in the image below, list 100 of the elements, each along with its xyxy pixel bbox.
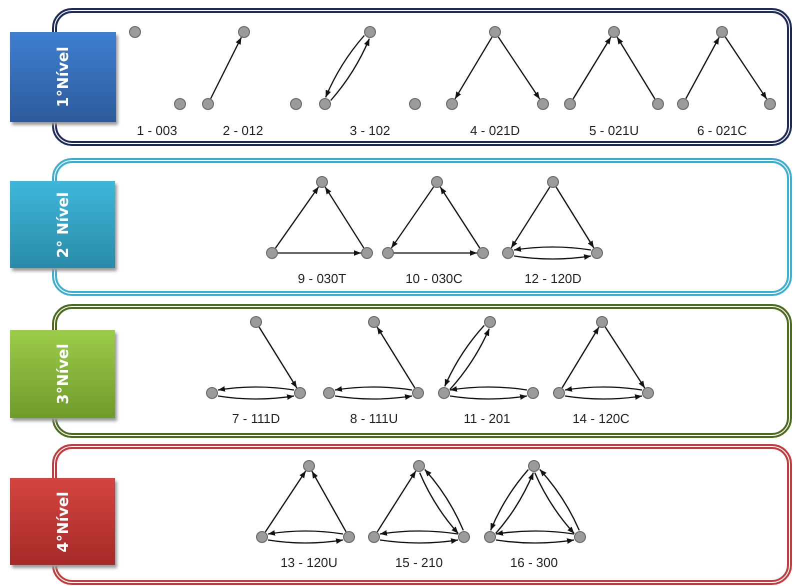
triad-label: 15 - 210 [395, 555, 443, 570]
arrow [564, 394, 642, 400]
arrow [440, 186, 480, 248]
vertex-circle [716, 26, 728, 38]
arrow [210, 37, 242, 99]
triad-label: 7 - 111D [232, 411, 280, 426]
arrow [274, 186, 320, 248]
vertex-circle [502, 247, 514, 259]
vertex-circle [409, 98, 421, 110]
vertex-circle [323, 387, 335, 399]
vertex-circle [596, 316, 608, 328]
vertex-circle [553, 387, 565, 399]
arrow [495, 472, 534, 534]
arrow [278, 250, 361, 256]
vertex-circle [547, 176, 559, 188]
vertex-circle [458, 531, 470, 543]
vertex-circle [303, 460, 315, 472]
triad-label: 9 - 030T [298, 271, 346, 286]
arrow [258, 326, 298, 388]
vertex-circle [591, 247, 603, 259]
arrow [376, 326, 416, 388]
arrow [498, 36, 540, 100]
level-tag: 3°Nível [10, 330, 115, 418]
vertex-circle [484, 316, 496, 328]
arrow [268, 538, 344, 544]
vertex-circle [174, 98, 186, 110]
arrow [324, 186, 364, 248]
vertex-circle [764, 98, 776, 110]
arrow [454, 36, 492, 100]
vertex-circle [537, 98, 549, 110]
vertex-circle [677, 98, 689, 110]
triad-label: 8 - 111U [350, 411, 398, 426]
arrow [394, 250, 477, 256]
vertex-circle [294, 387, 306, 399]
arrow [490, 469, 529, 531]
arrow [496, 530, 574, 536]
vertex-circle [368, 531, 380, 543]
vertex-circle [361, 247, 373, 259]
vertex-circle [564, 98, 576, 110]
arrow [496, 538, 574, 544]
triad-label: 12 - 120D [524, 271, 582, 286]
triad-label: 13 - 120U [280, 555, 338, 570]
arrow [556, 186, 594, 248]
arrow [218, 386, 294, 392]
vertex-circle [319, 98, 331, 110]
triad-label: 14 - 120C [572, 411, 630, 426]
arrow [564, 386, 642, 392]
arrow [264, 470, 306, 532]
arrow [380, 530, 458, 536]
vertex-circle [368, 316, 380, 328]
arrow [268, 530, 344, 536]
vertex-circle [413, 460, 425, 472]
arrow [450, 394, 528, 400]
level-tag: 1°Nível [10, 32, 116, 122]
arrow [390, 186, 434, 248]
arrow [376, 470, 416, 532]
vertex-circle [343, 531, 355, 543]
arrow [218, 394, 294, 400]
vertex-circle [129, 26, 141, 38]
arrow [562, 326, 600, 388]
arrow [604, 326, 646, 388]
vertex-circle [528, 460, 540, 472]
level-tag: 2° Nível [10, 181, 115, 268]
arrow [311, 470, 347, 532]
triad-label: 10 - 030C [405, 271, 463, 286]
vertex-circle [202, 98, 214, 110]
triad-label: 5 - 021U [589, 123, 639, 138]
vertex-circle [652, 98, 664, 110]
vertex-circle [238, 26, 250, 38]
vertex-circle [446, 98, 458, 110]
arrow [616, 36, 656, 100]
triad-label: 16 - 300 [510, 555, 558, 570]
triad-label: 11 - 201 [464, 411, 510, 426]
arrow [572, 36, 612, 100]
arrow [334, 386, 412, 392]
arrow [514, 254, 592, 260]
arrow [450, 386, 528, 392]
vertex-circle [256, 531, 268, 543]
arrow [724, 36, 768, 100]
arrow [510, 186, 550, 248]
vertex-circle [477, 247, 489, 259]
vertex-circle [489, 26, 501, 38]
vertex-circle [412, 387, 424, 399]
vertex-circle [316, 176, 328, 188]
vertex-circle [206, 387, 218, 399]
vertex-circle [642, 387, 654, 399]
arrow [685, 36, 720, 100]
vertex-circle [431, 176, 443, 188]
vertex-circle [438, 387, 450, 399]
vertex-circle [527, 387, 539, 399]
level-tag: 4°Nível [10, 478, 115, 565]
triad-label: 2 - 012 [222, 123, 264, 138]
vertex-circle [266, 247, 278, 259]
arrow [380, 538, 458, 544]
arrow [334, 394, 412, 400]
vertex-circle [250, 316, 262, 328]
vertex-circle [364, 26, 376, 38]
triad-label: 6 - 021C [697, 123, 747, 138]
vertex-circle [382, 247, 394, 259]
vertex-circle [608, 26, 620, 38]
